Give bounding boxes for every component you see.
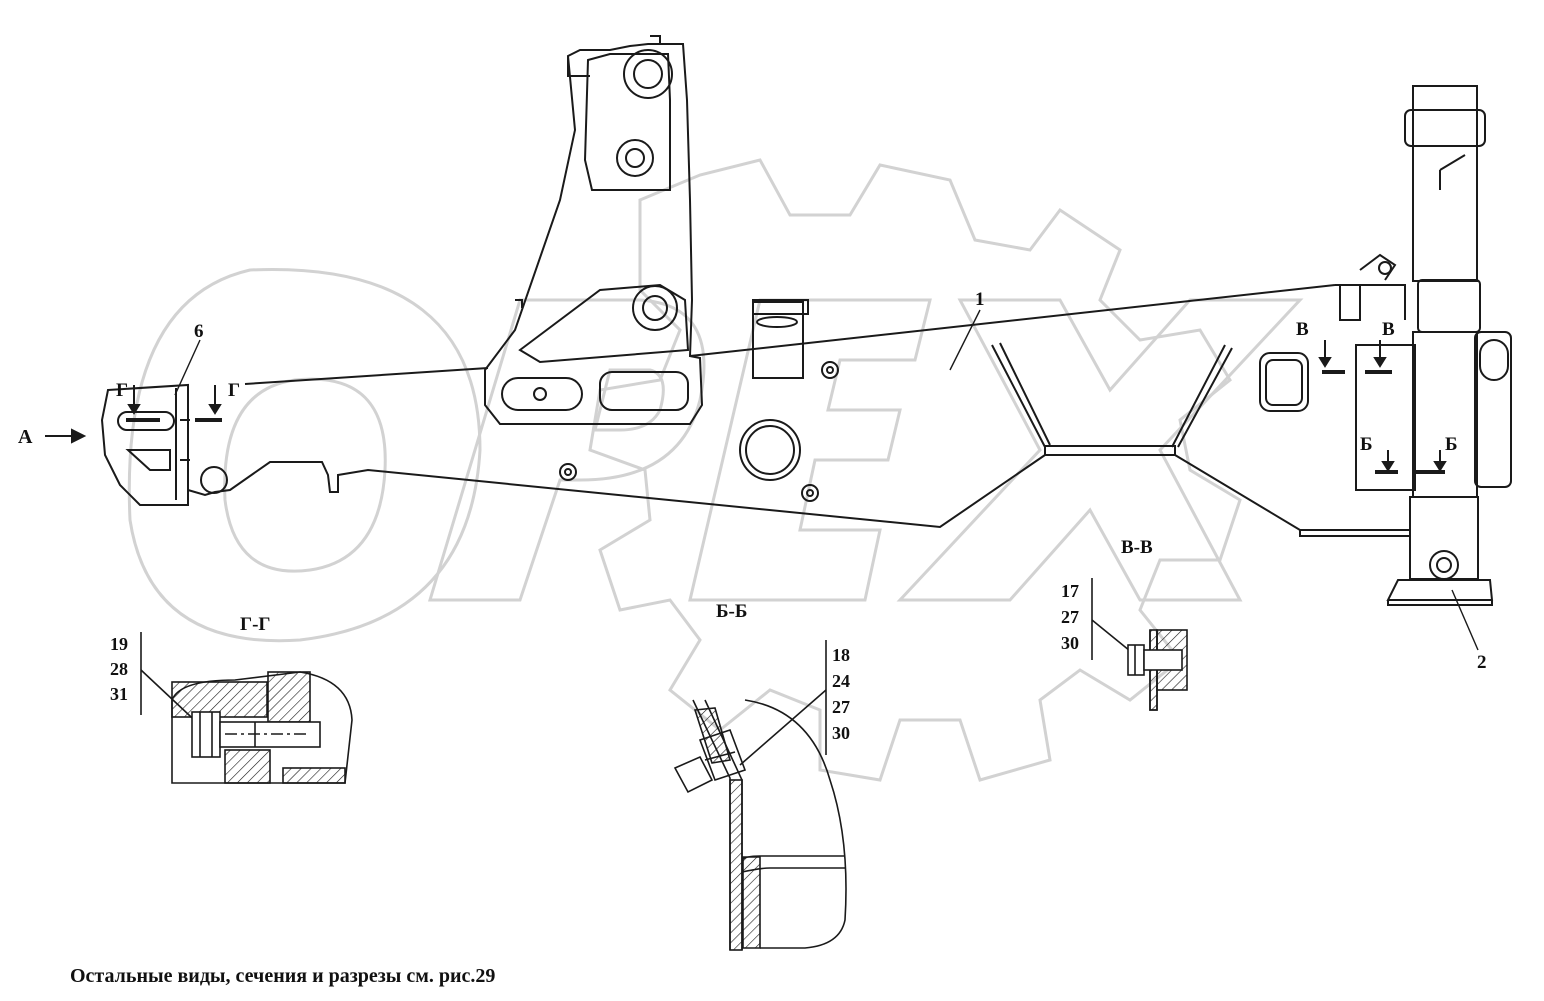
footer-note: Остальные виды, сечения и разрезы см. ри…: [70, 965, 495, 987]
callout-b-b-1: 24: [832, 671, 850, 691]
callout-g-g-0: 19: [110, 634, 128, 654]
callout-g-g-1: 28: [110, 659, 128, 679]
label-part-6: 6: [194, 321, 204, 342]
callout-b-b-2: 27: [832, 697, 850, 717]
label-section-g-right: Г: [228, 380, 240, 401]
section-title-v-v: В-В: [1121, 537, 1153, 558]
leader-lines: [174, 309, 1479, 651]
section-v-v-detail: [1091, 578, 1188, 711]
label-part-1: 1: [975, 289, 985, 310]
frame-body: [187, 284, 1410, 537]
label-view-a: А: [18, 426, 33, 448]
label-part-2: 2: [1477, 652, 1487, 673]
callout-v-v-1: 27: [1061, 607, 1079, 627]
label-section-g-left: Г: [116, 380, 128, 401]
label-section-v-left: В: [1296, 319, 1309, 340]
callout-v-v-2: 30: [1061, 633, 1079, 653]
callout-b-b-0: 18: [832, 645, 850, 665]
callout-g-g-2: 31: [110, 684, 128, 704]
label-section-b-left: Б: [1360, 434, 1373, 455]
clamp-bracket: [752, 299, 809, 379]
callout-b-b-3: 30: [832, 723, 850, 743]
section-markers: [45, 340, 1447, 474]
right-column: [1335, 85, 1512, 606]
pylon-bracket: [484, 35, 704, 425]
label-section-v-right: В: [1382, 319, 1395, 340]
section-title-g-g: Г-Г: [240, 614, 271, 635]
watermark-logo: [127, 158, 1304, 782]
label-section-b-right: Б: [1445, 434, 1458, 455]
section-title-b-b: Б-Б: [716, 601, 747, 622]
callout-v-v-0: 17: [1061, 581, 1079, 601]
section-b-b-detail: [673, 640, 847, 951]
frame-holes: [200, 352, 1309, 502]
section-g-g-detail: [140, 632, 353, 784]
left-end-piece: [100, 383, 190, 506]
